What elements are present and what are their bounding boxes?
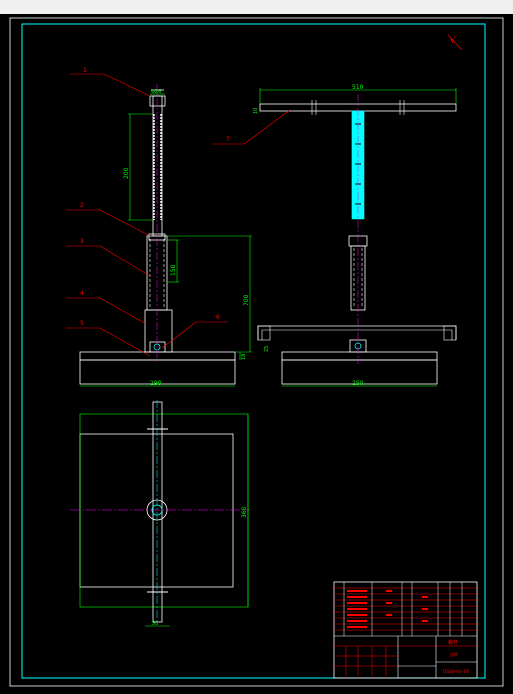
- front-view: [79, 84, 236, 385]
- dim-side-top: 510: [352, 84, 364, 91]
- part-label-4: 4: [80, 290, 84, 297]
- dim-plan-height: 360: [241, 506, 248, 518]
- dim-side-right: 25: [264, 346, 270, 352]
- plan-dimensions: 360 50: [145, 414, 249, 627]
- dim-side-small: 10: [253, 108, 259, 114]
- dim-sleeve: 150: [170, 264, 177, 276]
- sheet-border: [9, 17, 504, 687]
- sheet-frame: [21, 23, 486, 679]
- part-label-5: 5: [80, 320, 84, 327]
- part-label-1: 1: [83, 67, 87, 74]
- front-leaders: 1 2 3 4 5 6: [66, 67, 228, 357]
- side-view: [257, 94, 457, 385]
- drawing-svg: √ Φ26 200: [9, 17, 504, 687]
- dim-front-top: Φ26: [151, 89, 161, 95]
- part-label-3: 3: [80, 238, 84, 245]
- part-label-7: 7: [226, 136, 230, 143]
- title-part-name: 螺杆: [448, 639, 458, 646]
- front-dimensions: Φ26 200 150 700 18 290: [80, 89, 252, 387]
- drawing-canvas[interactable]: √ Φ26 200: [0, 14, 513, 694]
- dim-base-width: 290: [150, 380, 162, 387]
- dim-thread-length: 200: [123, 167, 130, 179]
- dim-plan-width: 50: [152, 621, 158, 627]
- side-dimensions: 510 10 25 250: [253, 84, 457, 387]
- side-leaders: 7: [212, 109, 291, 145]
- part-label-2: 2: [80, 202, 84, 209]
- dim-base-height: 18: [241, 354, 247, 360]
- title-block: 螺杆 比例 TJS00-00-00: [333, 581, 478, 679]
- dim-side-base: 250: [352, 380, 364, 387]
- title-drawing-code: TJS00-00-00: [441, 669, 469, 675]
- plan-view: [70, 400, 250, 624]
- corner-mark-stroke: [447, 34, 463, 51]
- app-toolbar: [0, 0, 513, 15]
- title-scale: 比例: [450, 651, 458, 657]
- dim-total-height: 700: [243, 294, 250, 306]
- part-label-6: 6: [216, 314, 220, 321]
